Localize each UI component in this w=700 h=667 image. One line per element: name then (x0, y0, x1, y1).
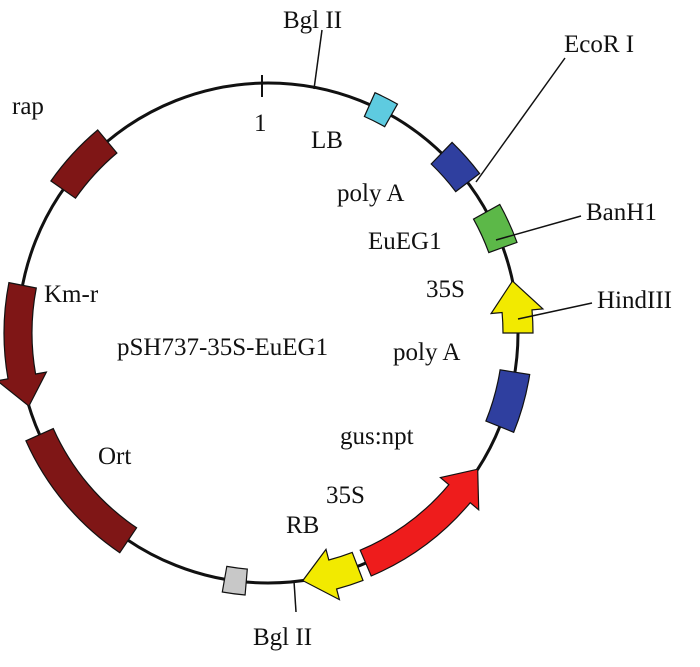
label-ort: Ort (98, 443, 131, 470)
leader-banh1 (495, 215, 582, 241)
leader-bglii-bottom (293, 580, 297, 613)
label-35s-b: 35S (426, 276, 465, 303)
feature-35s-a (301, 548, 364, 601)
feature-35s-b (489, 280, 545, 334)
label-35s-a: 35S (326, 482, 365, 509)
feature-km-r (0, 281, 48, 408)
origin-label: 1 (254, 110, 267, 137)
label-lb: LB (311, 127, 343, 154)
label-gus-npt: gus:npt (340, 423, 414, 450)
label-rb: RB (286, 512, 319, 539)
feature-gus-npt (359, 468, 480, 577)
feature-eueg1 (472, 203, 518, 254)
label-polya-b: poly A (337, 180, 404, 207)
feature-polya-a (485, 369, 531, 434)
site-bglii-bottom: Bgl II (253, 624, 312, 651)
feature-layer (0, 91, 545, 601)
label-eueg1: EuEG1 (368, 228, 442, 255)
leader-bglii-top (313, 29, 323, 90)
leader-hindiii (517, 302, 593, 320)
label-km-r: Km-r (44, 281, 99, 308)
feature-rb (221, 565, 248, 596)
site-banh1: BanH1 (586, 199, 657, 226)
leader-ecori (475, 57, 566, 183)
feature-polya-b (430, 141, 481, 193)
label-rap: rap (12, 93, 44, 120)
site-bglii-top: Bgl II (283, 7, 342, 34)
feature-rap (50, 129, 118, 200)
site-ecori: EcoR I (564, 31, 634, 58)
feature-ort (25, 427, 138, 554)
feature-lb (363, 91, 399, 128)
plasmid-name: pSH737-35S-EuEG1 (117, 334, 328, 361)
site-hindiii: HindIII (597, 287, 672, 314)
label-polya-a: poly A (393, 339, 460, 366)
